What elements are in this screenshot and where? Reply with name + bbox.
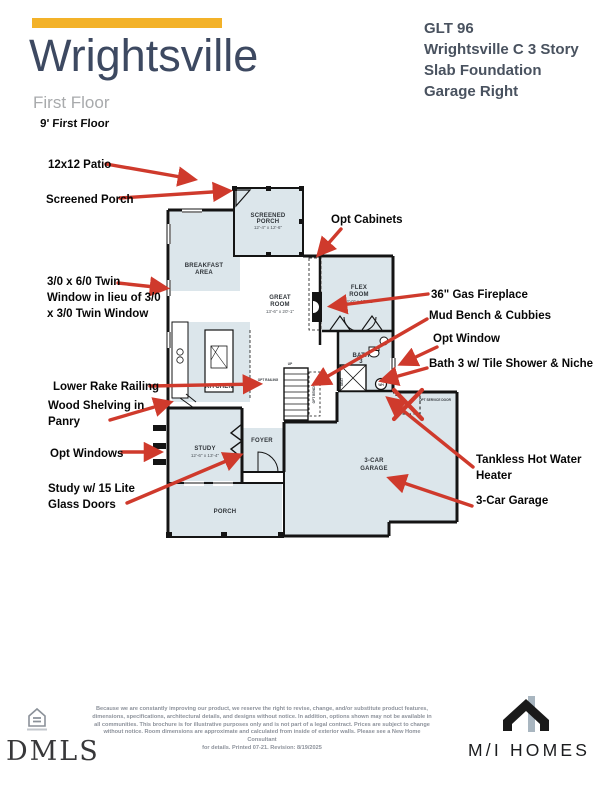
porch-label: PORCH: [214, 509, 237, 515]
arrow-bath3: [378, 366, 429, 386]
note-tankless: Tankless Hot Water: [476, 454, 582, 466]
screened-porch-floor: [234, 188, 303, 256]
mi-homes-logo: M/I HOMES: [468, 696, 590, 760]
front-door: [257, 451, 279, 473]
svg-text:Heater: Heater: [476, 470, 512, 482]
dmls-logo-text: DMLS: [6, 736, 100, 767]
note-mud-bench: Mud Bench & Cubbies: [429, 310, 551, 322]
spec-line-plan-code: GLT 96: [424, 20, 474, 37]
svg-text:Window in lieu of 3/0: Window in lieu of 3/0: [47, 292, 161, 304]
arrow-wood-shelving: [108, 397, 174, 422]
great-room-label: GREAT: [269, 295, 291, 301]
arrow-study-doors: [125, 452, 244, 505]
flex-room-label: FLEX: [351, 285, 367, 291]
seat-label: SEAT: [340, 378, 344, 386]
arrow-3car-garage: [386, 473, 474, 508]
svg-text:3: 3: [359, 359, 363, 365]
annotation-labels: 12x12 Patio Screened Porch 3/0 x 6/0 Twi…: [46, 159, 593, 511]
foyer-label: FOYER: [251, 438, 273, 444]
disclaimer-line: all communities. This brochure is for il…: [94, 721, 430, 728]
arrow-fireplace: [326, 292, 430, 315]
spec-line-foundation: Slab Foundation: [424, 62, 542, 79]
study-dims: 12'-6" x 13'-4": [191, 453, 220, 458]
svg-text:ROOM: ROOM: [270, 302, 289, 308]
mi-logo-roof-icon: [503, 699, 549, 731]
note-study-doors: Study w/ 15 Lite: [48, 483, 135, 495]
svg-text:Glass Doors: Glass Doors: [48, 499, 116, 511]
interior-features: [171, 257, 421, 473]
screened-porch-label: SCREENED: [251, 213, 286, 219]
note-opt-windows: Opt Windows: [50, 448, 123, 460]
disclaimer: Because we are constantly improving our …: [92, 706, 432, 753]
note-bath3: Bath 3 w/ Tile Shower & Niche: [429, 358, 593, 370]
arrow-twin-window: [116, 276, 171, 297]
hall-doors: [343, 316, 377, 332]
svg-text:AREA: AREA: [195, 270, 213, 276]
kitchen-label: KITCHEN: [205, 384, 233, 390]
pantry-door: [179, 393, 197, 409]
note-rake-railing: Lower Rake Railing: [53, 381, 159, 393]
disclaimer-line: dimensions, specifications, architectura…: [92, 713, 432, 720]
up-label: UP: [288, 362, 293, 366]
wh-label: WH: [378, 383, 384, 387]
svg-text:ROOM: ROOM: [349, 292, 368, 298]
spec-line-garage: Garage Right: [424, 83, 519, 100]
note-twin-window: 3/0 x 6/0 Twin: [47, 276, 120, 288]
note-opt-cabinets: Opt Cabinets: [331, 214, 403, 226]
fireplace: [312, 292, 322, 322]
plan-title: Wrightsville: [29, 30, 259, 81]
porch-posts: [166, 186, 304, 538]
great-room-dims: 13'-6" x 20'-1": [266, 309, 295, 314]
study-glass-doors: [229, 423, 244, 459]
spec-block: GLT 96 Wrightsville C 3 Story Slab Found…: [424, 18, 579, 102]
arrow-screened-porch: [118, 181, 234, 203]
breakfast-label: BREAKFAST: [185, 263, 224, 269]
spec-line-elevation: Wrightsville C 3 Story: [424, 41, 579, 58]
garage-floor: [284, 392, 457, 536]
kitchen-island: [204, 329, 234, 393]
opt-bench-label: OPT BENCH: [312, 384, 316, 403]
arrow-mud-bench: [310, 317, 429, 387]
opt-railing-label: OPT RAILING: [258, 378, 279, 382]
svg-text:PORCH: PORCH: [257, 219, 280, 225]
porch-floor: [170, 484, 282, 536]
svg-text:x 3/0 Twin Window: x 3/0 Twin Window: [47, 308, 148, 320]
study-label: STUDY: [194, 446, 215, 452]
floor-label: First Floor: [33, 93, 110, 112]
porch-door: [235, 189, 252, 208]
note-opt-window: Opt Window: [433, 333, 500, 345]
svg-text:Panry: Panry: [48, 416, 81, 428]
walls: [153, 186, 459, 538]
screened-porch-dims: 12'-4" x 12'-6": [254, 225, 283, 230]
opt-cabinets-area: [308, 257, 322, 331]
breakfast-floor: [170, 211, 240, 291]
opt-window-stubs: [153, 425, 166, 465]
stairs: [283, 367, 309, 421]
note-wood-shelving: Wood Shelving in: [48, 400, 144, 412]
arrow-patio: [104, 162, 199, 187]
accent-bar: [32, 18, 222, 28]
red-x-mark: [391, 387, 425, 422]
arrow-opt-cabinets: [315, 227, 343, 258]
arrow-rake-railing: [148, 374, 264, 395]
service-door-label: OPT SERVICE DOOR: [419, 398, 452, 402]
disclaimer-line: without notice. Room dimensions are appr…: [103, 729, 421, 744]
note-fireplace: 36" Gas Fireplace: [431, 289, 528, 301]
svg-text:GARAGE: GARAGE: [360, 466, 388, 472]
arrow-opt-window: [397, 345, 439, 367]
disclaimer-line: for details. Printed 07-21. Revision: 8/…: [202, 744, 322, 751]
disclaimer-line: Because we are constantly improving our …: [96, 706, 428, 712]
annotation-arrows: [104, 162, 475, 508]
note-screened-porch: Screened Porch: [46, 194, 134, 206]
note-patio: 12x12 Patio: [48, 159, 111, 171]
equal-housing-icon: [27, 707, 47, 731]
mi-homes-text: M/I HOMES: [468, 740, 590, 760]
note-3car-garage: 3-Car Garage: [476, 495, 548, 507]
garage-label: 3-CAR: [364, 458, 384, 464]
